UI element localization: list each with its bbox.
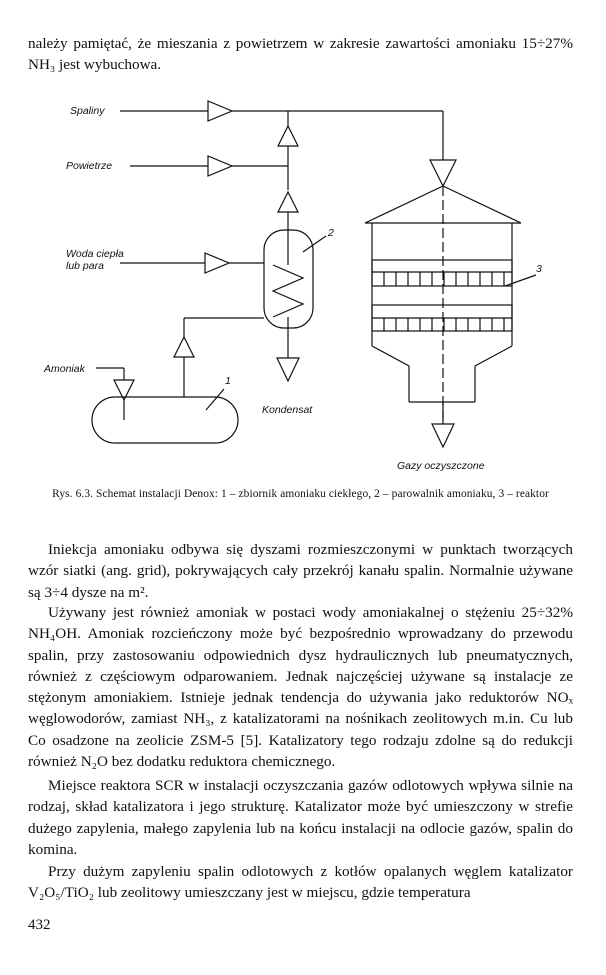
paragraph-2: Używany jest również amoniak w postaci w…	[28, 604, 573, 771]
number-2: 2	[327, 227, 334, 239]
label-woda-line2: lub para	[66, 260, 104, 272]
page-number: 432	[28, 917, 51, 933]
label-kondensat: Kondensat	[262, 404, 313, 416]
top-paragraph: należy pamiętać, że mieszania z powietrz…	[28, 35, 573, 74]
paragraph-4: Przy dużym zapyleniu spalin odlotowych z…	[28, 863, 573, 902]
paragraph-1: Iniekcja amoniaku odbywa się dyszami roz…	[28, 541, 573, 601]
figure-caption: Rys. 6.3. Schemat instalacji Denox: 1 – …	[52, 488, 549, 500]
denox-figure: Spaliny Powietrze Woda ciepła lub para A…	[43, 100, 542, 472]
label-spaliny: Spaliny	[70, 105, 105, 117]
label-amoniak: Amoniak	[43, 363, 86, 375]
label-powietrze: Powietrze	[66, 160, 112, 172]
label-woda-line1: Woda ciepła	[66, 248, 124, 260]
label-gazy: Gazy oczyszczone	[397, 460, 485, 472]
number-1: 1	[225, 375, 231, 387]
paragraph-3: Miejsce reaktora SCR w instalacji oczysz…	[28, 777, 573, 858]
number-3: 3	[536, 263, 542, 275]
